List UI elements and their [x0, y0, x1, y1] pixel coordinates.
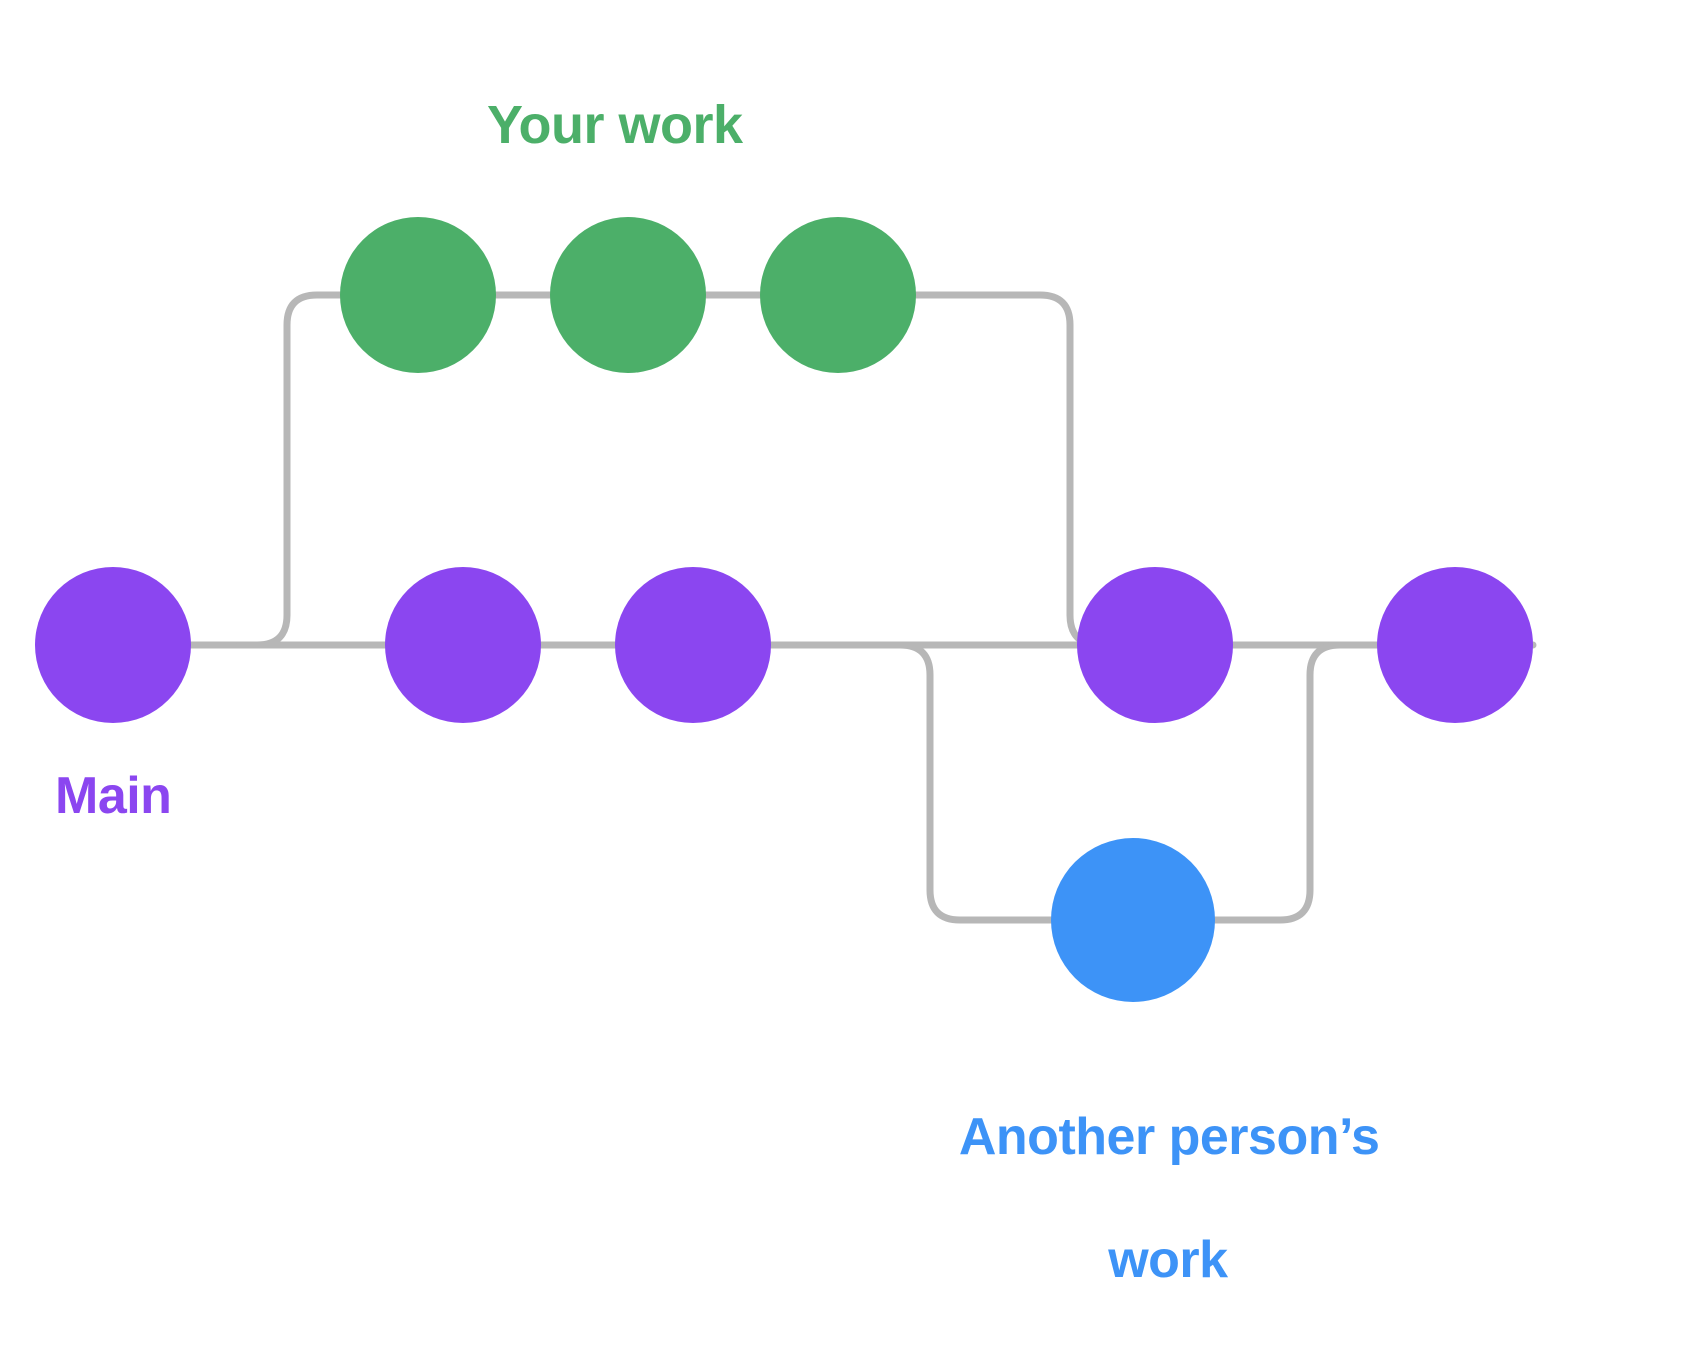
commit-node-main-5[interactable]	[1377, 567, 1533, 723]
commit-node-your-work-2[interactable]	[550, 217, 706, 373]
connector-merge-your-work	[912, 291, 1124, 649]
main-branch-node-group	[35, 567, 1533, 723]
commit-node-another-person-1[interactable]	[1051, 838, 1215, 1002]
commit-node-main-4[interactable]	[1077, 567, 1233, 723]
branch-label-main: Main	[55, 767, 172, 825]
commit-node-main-3[interactable]	[615, 567, 771, 723]
commit-node-your-work-1[interactable]	[340, 217, 496, 373]
another-person-branch-node-group	[1051, 838, 1215, 1002]
connector-group	[186, 291, 1537, 924]
branch-label-your-work: Your work	[487, 95, 743, 155]
connector-merge-other-person	[1209, 641, 1384, 924]
branch-label-another-person-work-line2: work	[1108, 1231, 1228, 1290]
commit-node-main-1[interactable]	[35, 567, 191, 723]
your-work-branch-node-group	[340, 217, 916, 373]
branch-label-another-person-work-line1: Another person’s	[958, 1108, 1380, 1167]
connector-branch-out-other-person	[796, 641, 1057, 924]
commit-node-your-work-3[interactable]	[760, 217, 916, 373]
connector-branch-out-your-work	[236, 291, 344, 649]
commit-node-main-2[interactable]	[385, 567, 541, 723]
branch-label-another-person-work: Another person’s work	[905, 1046, 1380, 1352]
